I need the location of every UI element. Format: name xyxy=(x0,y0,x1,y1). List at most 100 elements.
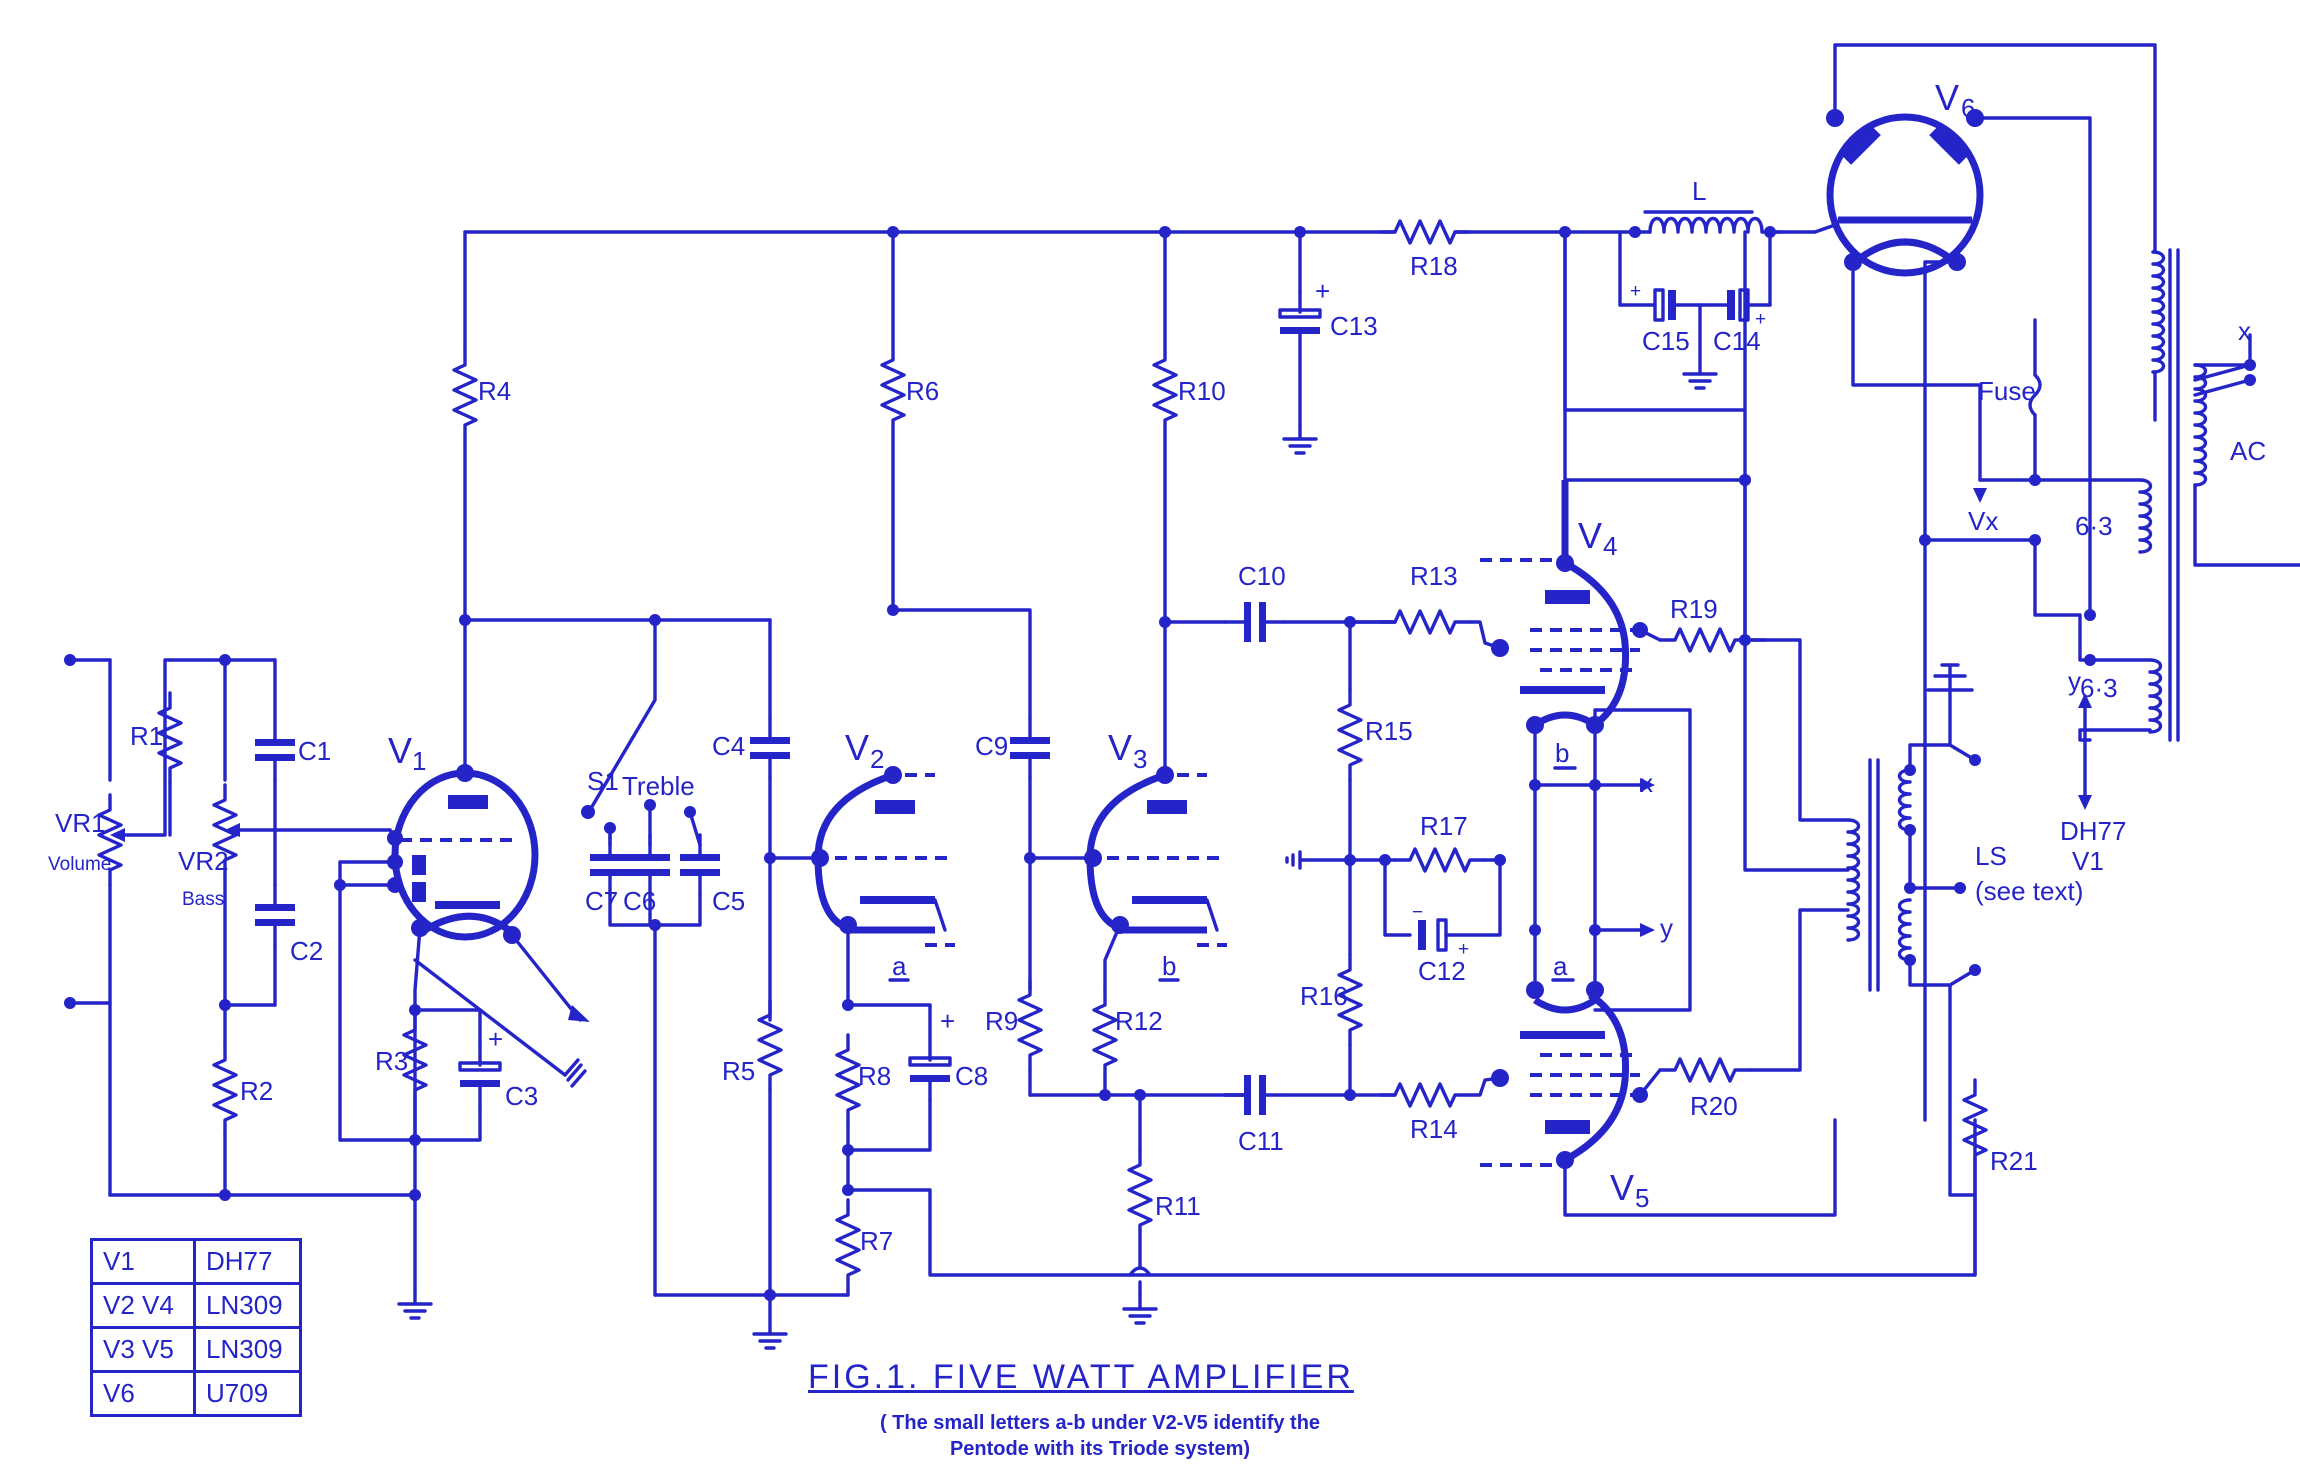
output-transformer: R21 LS (see text) xyxy=(1739,478,2083,1277)
label-c13: C13 xyxy=(1330,311,1378,341)
mains-transformer: x AC 6·3 6·3 xyxy=(2029,248,2300,742)
plus-c12: + xyxy=(1458,939,1469,960)
label-v4: V xyxy=(1578,515,1602,556)
capacitor-c13: + C13 xyxy=(1278,276,1378,354)
cathode-v1: + R3 C3 xyxy=(375,1004,538,1146)
label-ac: AC xyxy=(2230,436,2266,466)
figure-subtitle-line1: ( The small letters a-b under V2-V5 iden… xyxy=(879,1412,1321,1434)
label-r5: R5 xyxy=(722,1056,755,1086)
label-treble: Treble xyxy=(622,771,695,801)
label-r17: R17 xyxy=(1420,811,1468,841)
label-bass: Bass xyxy=(182,889,224,910)
label-s1: S1 xyxy=(587,766,619,796)
coupling-c10: C10 xyxy=(1159,561,1397,644)
table-row: V1 DH77 xyxy=(90,1238,302,1285)
label-x-heater: x xyxy=(1640,768,1653,798)
label-v3-sub: 3 xyxy=(1133,744,1147,774)
label-ls-note: (see text) xyxy=(1975,876,2083,906)
label-r13: R13 xyxy=(1410,561,1458,591)
minus-c12: − xyxy=(1412,902,1423,923)
plus-c13: + xyxy=(1315,276,1330,306)
label-c3: C3 xyxy=(505,1081,538,1111)
label-c7: C7 xyxy=(585,886,618,916)
label-y-tubes: y xyxy=(1660,913,1673,943)
label-r19: R19 xyxy=(1670,594,1718,624)
table-cell-valves: V2 V4 xyxy=(90,1282,196,1329)
figure-subtitle-line2: Pentode with its Triode system) xyxy=(949,1438,1251,1460)
label-v5-sub: 5 xyxy=(1635,1183,1649,1213)
label-vr1: VR1 xyxy=(55,808,106,838)
table-cell-valves: V3 V5 xyxy=(90,1326,196,1373)
label-v2-a: a xyxy=(892,951,907,981)
resistor-r6: R6 xyxy=(880,343,939,437)
dh77-heater-feed: y DH77 V1 xyxy=(2060,666,2126,876)
label-c9: C9 xyxy=(975,731,1008,761)
label-v4-b: b xyxy=(1555,738,1569,768)
choke-l: L + + C15 C14 xyxy=(1618,176,1817,390)
label-heater1: 6·3 xyxy=(2075,511,2113,541)
cathode-v2: + R8 C8 R7 xyxy=(835,999,1977,1297)
label-x: x xyxy=(2238,316,2251,346)
coupling-c11: C11 xyxy=(1223,1073,1397,1156)
coupling-c9: C9 R9 xyxy=(887,604,1247,1101)
table-cell-valves: V1 xyxy=(90,1238,196,1285)
figure-title: FIG.1. FIVE WATT AMPLIFIER xyxy=(808,1358,1354,1396)
resistor-r18: R18 xyxy=(1378,219,1472,281)
table-cell-type: U709 xyxy=(193,1370,302,1417)
valve-v2: a V 2 xyxy=(811,727,955,1007)
label-c10: C10 xyxy=(1238,561,1286,591)
ht-link xyxy=(1563,230,1751,486)
cathode-v3: R12 R11 xyxy=(1092,988,1201,1325)
label-v5: V xyxy=(1610,1167,1634,1208)
valve-v3: b V 3 xyxy=(1084,727,1227,992)
label-c8: C8 xyxy=(955,1061,988,1091)
label-r8: R8 xyxy=(858,1061,891,1091)
valve-type-table: V1 DH77 V2 V4 LN309 V3 V5 LN309 V6 U709 xyxy=(90,1238,302,1417)
label-dh77: DH77 xyxy=(2060,816,2126,846)
resistor-r4: R4 xyxy=(452,348,511,442)
plus-c8: + xyxy=(940,1006,955,1036)
label-ls: LS xyxy=(1975,841,2007,871)
label-r9: R9 xyxy=(985,1006,1018,1036)
label-v5-a: a xyxy=(1553,951,1568,981)
label-c11: C11 xyxy=(1238,1126,1284,1156)
table-row: V3 V5 LN309 xyxy=(90,1326,302,1373)
plus-c14: + xyxy=(1755,309,1766,330)
resistor-r10: R10 xyxy=(1152,343,1226,437)
fuse: Fuse Vx xyxy=(1919,318,2042,546)
label-r11: R11 xyxy=(1155,1191,1201,1221)
label-v3-b: b xyxy=(1162,951,1176,981)
figure-subtitle: ( The small letters a-b under V2-V5 iden… xyxy=(780,1410,1420,1462)
table-cell-valves: V6 xyxy=(90,1370,196,1417)
label-c4: C4 xyxy=(712,731,745,761)
label-r7: R7 xyxy=(860,1226,893,1256)
label-c6: C6 xyxy=(623,886,656,916)
label-r15: R15 xyxy=(1365,716,1413,746)
label-fuse: Fuse xyxy=(1978,376,2036,406)
label-r14: R14 xyxy=(1410,1114,1458,1144)
label-c15: C15 xyxy=(1642,326,1690,356)
plus-c3: + xyxy=(488,1024,503,1054)
label-r20: R20 xyxy=(1690,1091,1738,1121)
label-v1-sub: 1 xyxy=(412,746,426,776)
valve-v5: R20 V 5 a xyxy=(1480,951,1837,1217)
valve-v4: R19 V 4 x y b xyxy=(1480,230,1767,1012)
label-v1: V xyxy=(388,730,412,771)
table-cell-type: LN309 xyxy=(193,1326,302,1373)
label-volume: Volume xyxy=(48,854,111,875)
label-c2: C2 xyxy=(290,936,323,966)
label-r21: R21 xyxy=(1990,1146,2038,1176)
label-r10: R10 xyxy=(1178,376,1226,406)
label-vx: Vx xyxy=(1968,506,1998,536)
label-c14: C14 xyxy=(1713,326,1761,356)
valve-v1: V 1 xyxy=(334,730,590,1197)
table-cell-type: LN309 xyxy=(193,1282,302,1329)
label-v2: V xyxy=(845,727,869,768)
table-row: V2 V4 LN309 xyxy=(90,1282,302,1329)
label-c5: C5 xyxy=(712,886,745,916)
label-vr2: VR2 xyxy=(178,846,229,876)
label-r18: R18 xyxy=(1410,251,1458,281)
output-grid-network: R13 R15 R17 − + C12 R16 R14 xyxy=(1285,561,1509,1144)
label-c12: C12 xyxy=(1418,956,1466,986)
